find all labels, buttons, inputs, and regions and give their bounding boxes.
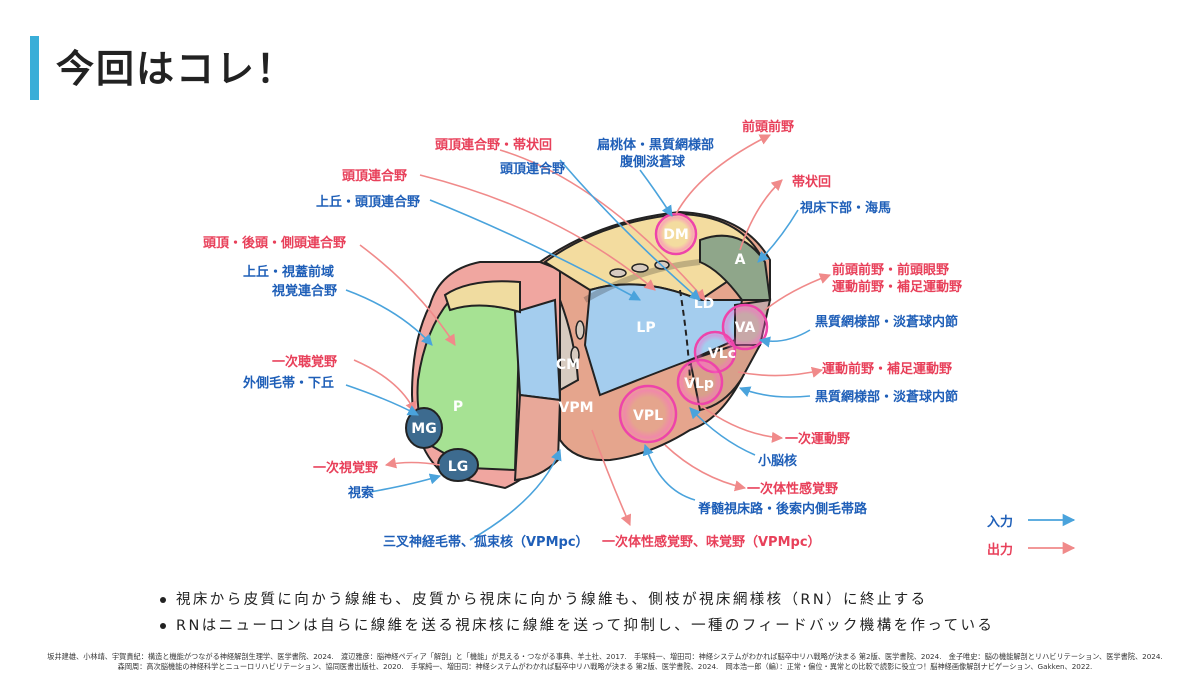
legend-output-label: 出力 xyxy=(987,543,1014,558)
bullet-dot-icon xyxy=(160,597,166,603)
vpl-highlight xyxy=(618,384,678,444)
nucleus-lg: LG xyxy=(448,459,468,475)
nucleus-p: P xyxy=(453,399,463,415)
label-stt-dcml: 脊髄視床路・後索内側毛帯路 xyxy=(697,501,868,517)
label-cerebellar-nuclei: 小脳核 xyxy=(758,453,797,469)
label-snr-gpi-2: 黒質網様部・淡蒼球内節 xyxy=(815,389,958,405)
posterior-medial-pink xyxy=(513,393,562,482)
label-ventral-pallidum: 腹側淡蒼球 xyxy=(620,154,686,170)
label-sc-parietal: 上丘・頭頂連合野 xyxy=(316,194,420,210)
label-hypothalamus-hippocampus: 視床下部・海馬 xyxy=(799,200,891,216)
nucleus-a: A xyxy=(735,252,746,268)
posterior-block xyxy=(410,261,562,490)
label-visual-assoc: 視覚連合野 xyxy=(271,283,337,299)
label-amygdala-snr: 扁桃体・黒質網様部 xyxy=(597,137,714,153)
lamina-band xyxy=(583,259,701,303)
page-title: 今回はコレ！ xyxy=(56,47,297,91)
anterior-nucleus-region xyxy=(699,234,772,301)
label-premotor-sma-2: 運動前野・補足運動野 xyxy=(822,361,952,377)
reference-line: 坂井建雄、小林靖、宇賀貴紀：構造と機能がつながる神経解剖生理学、医学書院、202… xyxy=(47,652,1163,661)
reference-line: 森岡周：高次脳機能の神経科学とニューロリハビリテーション、協同医書出版社、202… xyxy=(117,662,1093,671)
label-parietal-assoc-in: 頭頂連合野 xyxy=(500,161,565,177)
label-sc-pretectal: 上丘・視蓋前域 xyxy=(243,264,334,280)
label-ll-ic: 外側毛帯・下丘 xyxy=(242,375,334,391)
label-snr-gpi-1: 黒質網様部・淡蒼球内節 xyxy=(815,314,958,330)
nucleus-vlc: VLc xyxy=(708,346,736,362)
bullet-item: 視床から皮質に向かう線維も、皮質から視床に向かう線維も、側枝が視床網様核（RN）… xyxy=(160,588,994,609)
posterior-medial-blue xyxy=(513,298,562,402)
label-s1-gustatory: 一次体性感覚野、味覚野（VPMpc） xyxy=(602,534,821,550)
label-parietal-cingulate: 頭頂連合野・帯状回 xyxy=(435,137,552,153)
label-v1: 一次視覚野 xyxy=(313,460,378,476)
label-cingulate: 帯状回 xyxy=(792,174,831,190)
label-a1: 一次聴覚野 xyxy=(272,354,337,370)
nucleus-mg: MG xyxy=(411,421,436,437)
va-highlight xyxy=(721,303,769,351)
label-trigeminal-nts: 三叉神経毛帯、孤束核（VPMpc） xyxy=(383,534,589,550)
label-premotor-sma-1: 運動前野・補足運動野 xyxy=(832,279,962,295)
highlight-rings xyxy=(618,212,769,444)
label-optic-tract: 視索 xyxy=(347,485,374,501)
mg-nucleus xyxy=(405,407,443,449)
legend-input-label: 入力 xyxy=(987,515,1014,530)
nucleus-vlp: VLp xyxy=(684,376,714,392)
nucleus-dm: DM xyxy=(663,227,689,243)
label-prefrontal: 前頭前野 xyxy=(742,119,794,135)
nucleus-lp: LP xyxy=(636,320,655,336)
nucleus-cm: CM xyxy=(556,357,580,373)
input-arrows xyxy=(345,159,811,541)
bullet-dot-icon xyxy=(160,623,166,629)
posterior-top-band xyxy=(443,280,521,314)
label-pto-assoc: 頭頂・後頭・側頭連合野 xyxy=(203,235,346,251)
label-prefrontal-fef: 前頭前野・前頭眼野 xyxy=(832,262,949,278)
label-s1: 一次体性感覚野 xyxy=(747,481,838,497)
vlp-highlight xyxy=(676,358,724,406)
references: 坂井建雄、小林靖、宇賀貴紀：構造と機能がつながる神経解剖生理学、医学書院、202… xyxy=(30,652,1180,672)
bullet-item: RNはニューロンは自らに線維を送る視床核に線維を送って抑制し、一種のフィードバッ… xyxy=(160,614,994,635)
nucleus-vpm: VPM xyxy=(558,400,593,416)
nucleus-va: VA xyxy=(735,320,756,336)
label-parietal-assoc-out: 頭頂連合野 xyxy=(342,168,407,184)
title-accent-bar xyxy=(30,36,39,100)
label-m1: 一次運動野 xyxy=(785,431,850,447)
bullet-list: 視床から皮質に向かう線維も、皮質から視床に向かう線維も、側枝が視床網様核（RN）… xyxy=(160,588,994,640)
nucleus-vpl: VPL xyxy=(633,408,663,424)
